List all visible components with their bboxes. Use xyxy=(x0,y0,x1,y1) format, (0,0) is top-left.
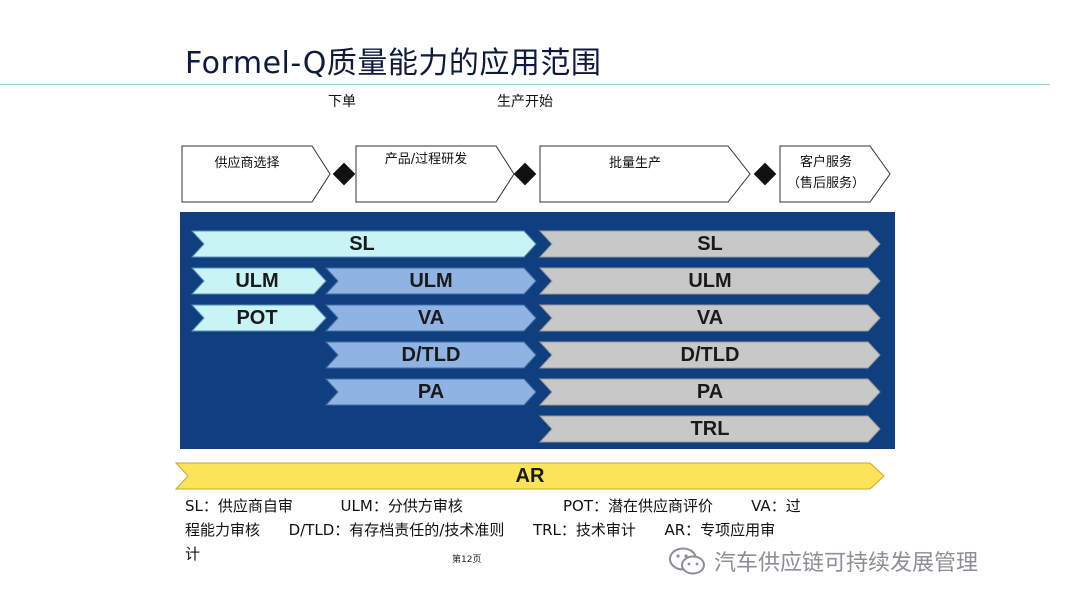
phase-customer-service-label-1: 客户服务 xyxy=(799,155,852,170)
label-ulm-dev: ULM xyxy=(409,270,453,292)
phase-series-production-label: 批量生产 xyxy=(608,156,661,171)
page-number: 第12页 xyxy=(452,555,482,565)
arrow-trl xyxy=(538,415,881,443)
arrow-sl-late xyxy=(538,230,881,258)
milestone-sop-label: 生产开始 xyxy=(497,94,553,110)
label-pot: POT xyxy=(236,307,278,329)
watermark: 汽车供应链可持续发展管理 xyxy=(668,545,978,577)
arrow-dtld-dev xyxy=(324,341,537,369)
label-pa-dev: PA xyxy=(417,381,445,403)
phase-supplier-selection-shape xyxy=(181,145,331,203)
label-sl-early: SL xyxy=(349,233,375,255)
phase-customer-service-shape xyxy=(779,145,891,203)
arrow-va-dev xyxy=(324,304,537,332)
legend-line-2: 程能力审核 D/TLD：有存档责任的/技术准则 TRL：技术审计 AR：专项应用… xyxy=(185,521,776,539)
arrow-ulm-late xyxy=(538,267,881,295)
arrow-pa-dev xyxy=(324,378,537,406)
label-ulm-late: ULM xyxy=(688,270,732,292)
watermark-text: 汽车供应链可持续发展管理 xyxy=(714,551,979,576)
label-va-late: VA xyxy=(696,307,724,329)
phase-development-label: 产品/过程研发 xyxy=(384,152,468,167)
page-title: Formel-Q质量能力的应用范围 xyxy=(185,46,602,81)
phase-supplier-selection-label: 供应商选择 xyxy=(214,156,280,171)
label-trl: TRL xyxy=(690,418,730,440)
legend-line-3: 计 xyxy=(185,545,201,563)
arrow-sl-early xyxy=(190,230,537,258)
milestone-order-label: 下单 xyxy=(328,94,356,110)
phase-development-shape xyxy=(355,145,515,203)
abbreviation-legend: SL：供应商自审 ULM：分供方审核 POT：潜在供应商评价 VA：过 程能力审… xyxy=(185,494,895,566)
label-dtld-late: D/TLD xyxy=(680,344,740,366)
phase-series-production-shape xyxy=(539,145,751,203)
arrow-pa-late xyxy=(538,378,881,406)
phase-customer-service-label-2: （售后服务） xyxy=(786,176,865,191)
arrow-dtld-late xyxy=(538,341,881,369)
arrow-va-late xyxy=(538,304,881,332)
legend-line-1: SL：供应商自审 ULM：分供方审核 POT：潜在供应商评价 VA：过 xyxy=(185,497,801,515)
title-divider xyxy=(0,84,1050,85)
label-va-dev: VA xyxy=(417,307,445,329)
label-ulm-early: ULM xyxy=(235,270,279,292)
label-dtld-dev: D/TLD xyxy=(401,344,461,366)
arrow-ar xyxy=(174,462,885,490)
label-sl-late: SL xyxy=(697,233,723,255)
wechat-icon xyxy=(669,547,705,575)
label-pa-late: PA xyxy=(696,381,724,403)
arrow-pot xyxy=(190,304,327,332)
arrow-ulm-early xyxy=(190,267,327,295)
arrow-ulm-dev xyxy=(324,267,537,295)
label-ar: AR xyxy=(515,465,545,487)
